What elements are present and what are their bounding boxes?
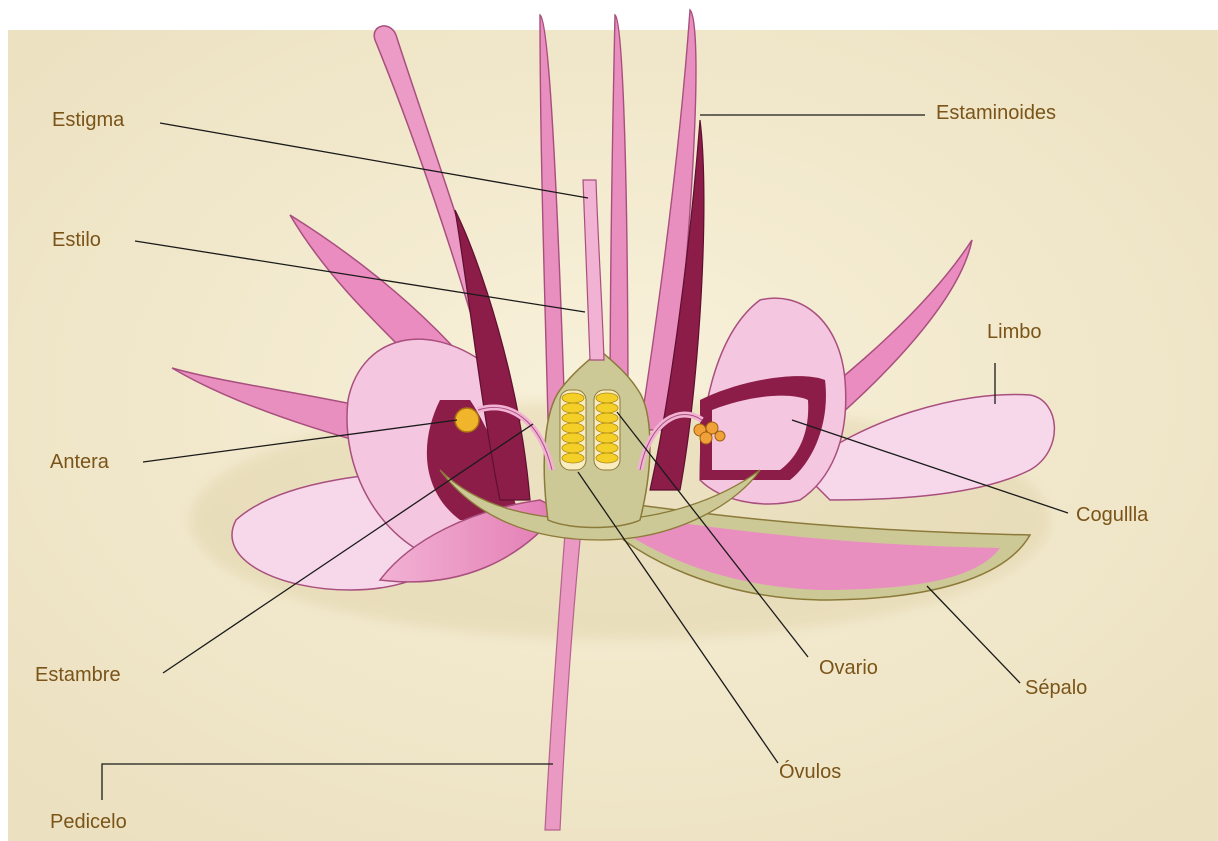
ovule [596, 453, 618, 463]
ovule [596, 433, 618, 443]
ovule [562, 433, 584, 443]
ovule [562, 413, 584, 423]
label-antera: Antera [50, 450, 109, 474]
ovule [596, 423, 618, 433]
ovule [562, 443, 584, 453]
ovule [562, 403, 584, 413]
parchment-top-margin [0, 0, 1218, 30]
label-pedicelo: Pedicelo [50, 810, 127, 834]
label-estigma: Estigma [52, 108, 124, 132]
label-estilo: Estilo [52, 228, 101, 252]
label-cogullla: Cogullla [1076, 503, 1148, 527]
pollen-sac [715, 431, 725, 441]
label-ovario: Ovario [819, 656, 878, 680]
label-sepalo: Sépalo [1025, 676, 1087, 700]
ovule [562, 423, 584, 433]
ovule [596, 393, 618, 403]
label-estambre: Estambre [35, 663, 121, 687]
label-limbo: Limbo [987, 320, 1041, 344]
ovule [562, 453, 584, 463]
label-ovulos: Óvulos [779, 760, 841, 784]
ovule [596, 403, 618, 413]
ovule [596, 443, 618, 453]
ovule [562, 393, 584, 403]
pollen-sac [700, 432, 712, 444]
ovule [596, 413, 618, 423]
label-estaminoides: Estaminoides [936, 101, 1056, 125]
anther-left [455, 408, 479, 432]
